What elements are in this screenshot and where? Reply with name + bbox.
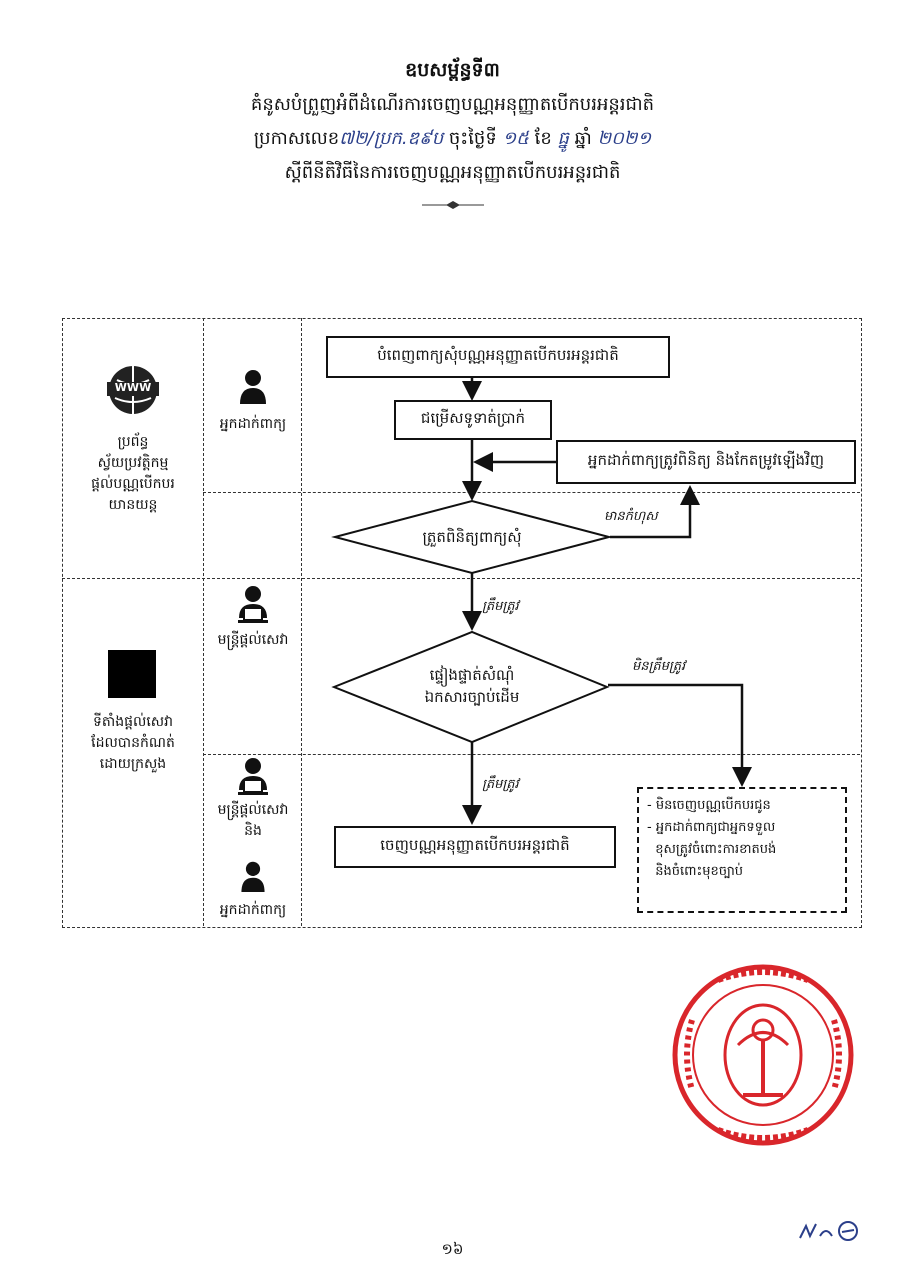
incorrect-label: មិនត្រឹមត្រូវ (632, 659, 686, 674)
row-divider-1 (203, 492, 860, 493)
officer-icon (238, 586, 268, 623)
officer-and-label: មន្ត្រីផ្តល់សេវា និង (217, 802, 289, 839)
office-image (108, 650, 156, 698)
decision-check-diamond (331, 499, 613, 575)
doc-title: គំនូសបំព្រួញអំពីដំណើរការចេញបណ្ណអនុញ្ញាតប… (250, 94, 655, 115)
proclamation-prefix: ប្រកាសលេខ (253, 128, 340, 149)
www-label: WWW (114, 381, 152, 394)
correction-box: អ្នកដាក់ពាក្យត្រូវពិនិត្យ និងកែតម្រូវឡើង… (556, 440, 856, 484)
date-prefix: ចុះថ្ងៃទី (448, 128, 497, 149)
decision-verify-diamond (331, 630, 610, 744)
check-application-text: ត្រួតពិនិត្យពាក្យសុំ (422, 528, 522, 546)
proclamation-line: ប្រកាសលេខ៧២/ប្រក.ឌ៩ប ចុះថ្ងៃទី ១៥ ខែ ធ្ន… (0, 126, 905, 153)
www-globe-icon (107, 366, 159, 414)
month-label: ខែ (534, 128, 552, 149)
row-divider-3 (203, 754, 860, 755)
date-day: ១៥ (502, 128, 529, 149)
officer-label: មន្ត្រីផ្តល់សេវា (217, 632, 289, 648)
rejection-note-line-2: - អ្នកដាក់ពាក្យជាអ្នកទទួល ខុសត្រូវចំពោះក… (647, 820, 777, 879)
proclamation-ref: ៧២/ប្រក.ឌ៩ប (339, 128, 444, 149)
row-divider-2 (62, 578, 860, 579)
date-month: ធ្នូ (557, 128, 569, 149)
correct-label-2: ត្រឹមត្រូវ (482, 777, 519, 792)
applicant-icon (240, 370, 266, 404)
payment-option-box: ជម្រើសទូទាត់ប្រាក់ (394, 400, 552, 440)
rejection-note-line-1: - មិនចេញបណ្ណបើកបរជូន (647, 798, 771, 813)
swimlane-frame (62, 318, 862, 928)
applicant-label-2: អ្នកដាក់ពាក្យ (219, 902, 287, 918)
ornament-divider (422, 201, 484, 209)
officer-icon-2 (238, 758, 268, 795)
applicant-label: អ្នកដាក់ពាក្យ (219, 416, 287, 432)
applicant-icon-2 (241, 861, 265, 892)
fill-form-box: បំពេញពាក្យសុំបណ្ណអនុញ្ញាតបើកបរអន្តរជាតិ (326, 336, 670, 378)
year-label: ឆ្នាំ (574, 128, 592, 149)
verify-docs-text: ផ្ទៀងផ្ទាត់សំណុំ ឯកសារច្បាប់ដើម (424, 666, 520, 706)
page-number: ១៦ (441, 1240, 464, 1258)
office-lane-label: ទីតាំងផ្តល់សេវា ដែលបានកំណត់ ដោយក្រសួង (91, 714, 175, 772)
system-lane-label: ប្រព័ន្ធ ស្វ័យប្រវត្តិកម្ម ផ្តល់បណ្ណបើកប… (91, 434, 175, 513)
has-error-label: មានកំហុស (604, 509, 658, 524)
official-seal-stamp (672, 964, 854, 1146)
column-divider-2 (301, 318, 302, 926)
annex-title: ឧបសម្ព័ន្ធទី៣ (405, 59, 500, 81)
correct-label-1: ត្រឹមត្រូវ (482, 599, 519, 614)
doc-subtitle: ស្តីពីនីតិវិធីនៃការចេញបណ្ណអនុញ្ញាតបើកបរអ… (284, 162, 621, 183)
rejection-note: - មិនចេញបណ្ណបើកបរជូន - អ្នកដាក់ពាក្យជាអ្… (637, 787, 847, 913)
date-year: ២០២១ (597, 128, 652, 149)
issue-license-box: ចេញបណ្ណអនុញ្ញាតបើកបរអន្តរជាតិ (334, 826, 616, 868)
initials-signature (799, 1221, 858, 1241)
column-divider-1 (203, 318, 204, 926)
